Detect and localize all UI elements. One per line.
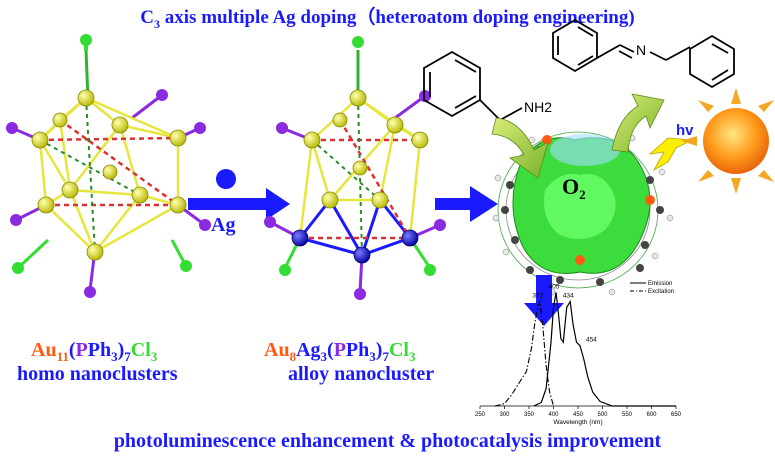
catalysis-arrow (435, 186, 498, 222)
product-arrow (611, 93, 665, 153)
x-tick-label: 650 (671, 412, 682, 418)
oxygen-symbol: O (562, 174, 579, 199)
au8ag3-formula: Au8Ag3(PPh3)7Cl3 (264, 339, 416, 364)
imine-structure (552, 18, 735, 89)
excitation-line (494, 299, 555, 407)
chart-x-label: Wavelength (nm) (553, 419, 602, 426)
peak-label: 434 (563, 293, 574, 300)
emission-line (533, 292, 676, 407)
x-tick-label: 450 (573, 412, 584, 418)
x-tick-label: 350 (524, 412, 535, 418)
photocatalyst-cluster (492, 131, 674, 296)
peak-label: 454 (586, 337, 597, 344)
imine-n-label: N (636, 42, 646, 58)
x-tick-label: 250 (475, 412, 486, 418)
x-tick-label: 500 (597, 412, 608, 418)
x-tick-label: 300 (499, 412, 510, 418)
x-tick-label: 600 (646, 412, 657, 418)
x-tick-label: 550 (622, 412, 633, 418)
legend-emission: Emission (648, 281, 672, 287)
light-bolt (648, 137, 694, 172)
amine-group-label: NH2 (524, 99, 552, 115)
ag-arrow-label: Ag (211, 214, 236, 236)
alloy-nanocluster-label: alloy nanocluster (288, 363, 435, 385)
figure-title: C3 axis multiple Ag doping（heteroatom do… (140, 7, 635, 31)
reactant-arrow (491, 117, 549, 179)
oxygen-label: O2 (562, 174, 586, 202)
ag-doping-arrow (188, 169, 290, 220)
sun-icon (681, 88, 774, 194)
spectrum-arrow (524, 275, 564, 326)
au11-formula: Au11(PPh3)7Cl3 (31, 339, 158, 364)
oxygen-subscript: 2 (579, 187, 586, 202)
x-tick-label: 400 (548, 412, 559, 418)
au11-cluster (6, 34, 211, 298)
peak-label: 372 (532, 293, 543, 300)
peak-label: 405 (549, 283, 560, 290)
chart-legend: Emission Excitation (630, 281, 674, 295)
au8ag3-cluster (264, 36, 446, 300)
benzylamine-structure (423, 50, 523, 121)
legend-excitation: Excitation (648, 289, 674, 295)
footer-caption: photoluminescence enhancement & photocat… (113, 430, 662, 452)
homo-nanoclusters-label: homo nanoclusters (17, 363, 178, 385)
hv-label: hv (676, 122, 694, 139)
